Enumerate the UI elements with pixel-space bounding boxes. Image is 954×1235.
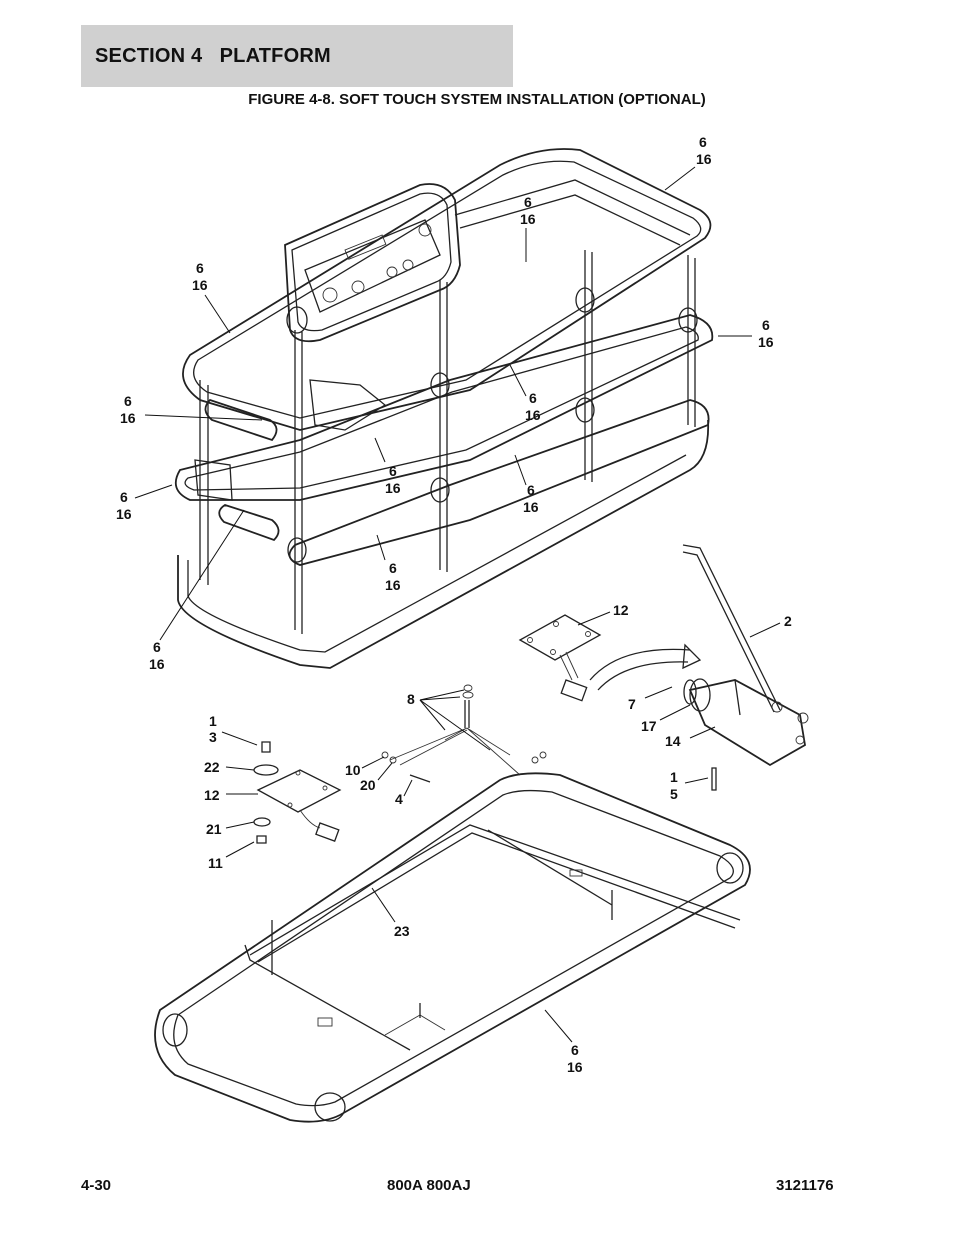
callout-label: 12 [613,602,629,618]
callout-label: 17 [641,718,657,734]
callout-labels: 6 16 6 16 6 16 6 16 6 16 6 16 6 16 6 16 … [116,134,792,1075]
callout-label: 14 [665,733,681,749]
callout-label: 6 [571,1042,579,1058]
left-switch-assembly [253,741,342,844]
callout-label: 16 [696,151,712,167]
callout-label: 16 [192,277,208,293]
callout-label: 6 [762,317,770,333]
callout-label: 11 [208,855,223,871]
callout-label: 20 [360,777,376,793]
callout-label: 7 [628,696,636,712]
platform-basket [174,148,714,669]
callout-label: 1 [670,769,678,785]
switch-assembly [518,544,809,791]
callout-label: 6 [153,639,161,655]
leader-lines [134,166,781,1043]
page-number: 4-30 [81,1177,112,1194]
callout-label: 16 [385,577,401,593]
cable-assembly [381,684,547,783]
callout-label: 16 [567,1059,583,1075]
callout-label: 2 [784,613,792,629]
document-number: 3121176 [776,1177,834,1194]
floor-frame [154,772,751,1123]
callout-label: 3 [209,729,217,745]
callout-label: 16 [385,480,401,496]
callout-label: 6 [389,463,397,479]
callout-label: 6 [389,560,397,576]
callout-label: 6 [120,489,128,505]
section-header: SECTION 4 PLATFORM [81,25,513,87]
callout-label: 5 [670,786,678,802]
callout-label: 23 [394,923,410,939]
callout-label: 16 [116,506,132,522]
callout-label: 6 [699,134,707,150]
callout-label: 16 [120,410,136,426]
model-number: 800A 800AJ [387,1177,471,1194]
callout-label: 10 [345,762,361,778]
figure-title: FIGURE 4-8. SOFT TOUCH SYSTEM INSTALLATI… [248,91,706,108]
callout-label: 6 [124,393,132,409]
callout-label: 1 [209,713,217,729]
section-title: SECTION 4 PLATFORM [95,44,331,67]
callout-label: 6 [524,194,532,210]
callout-label: 21 [206,821,222,837]
callout-label: 16 [149,656,165,672]
callout-label: 22 [204,759,220,775]
callout-label: 6 [196,260,204,276]
callout-label: 8 [407,691,415,707]
callout-label: 6 [529,390,537,406]
callout-label: 4 [395,791,403,807]
callout-label: 16 [523,499,539,515]
callout-label: 6 [527,482,535,498]
callout-label: 16 [758,334,774,350]
callout-label: 16 [525,407,541,423]
callout-label: 16 [520,211,536,227]
callout-label: 12 [204,787,220,803]
